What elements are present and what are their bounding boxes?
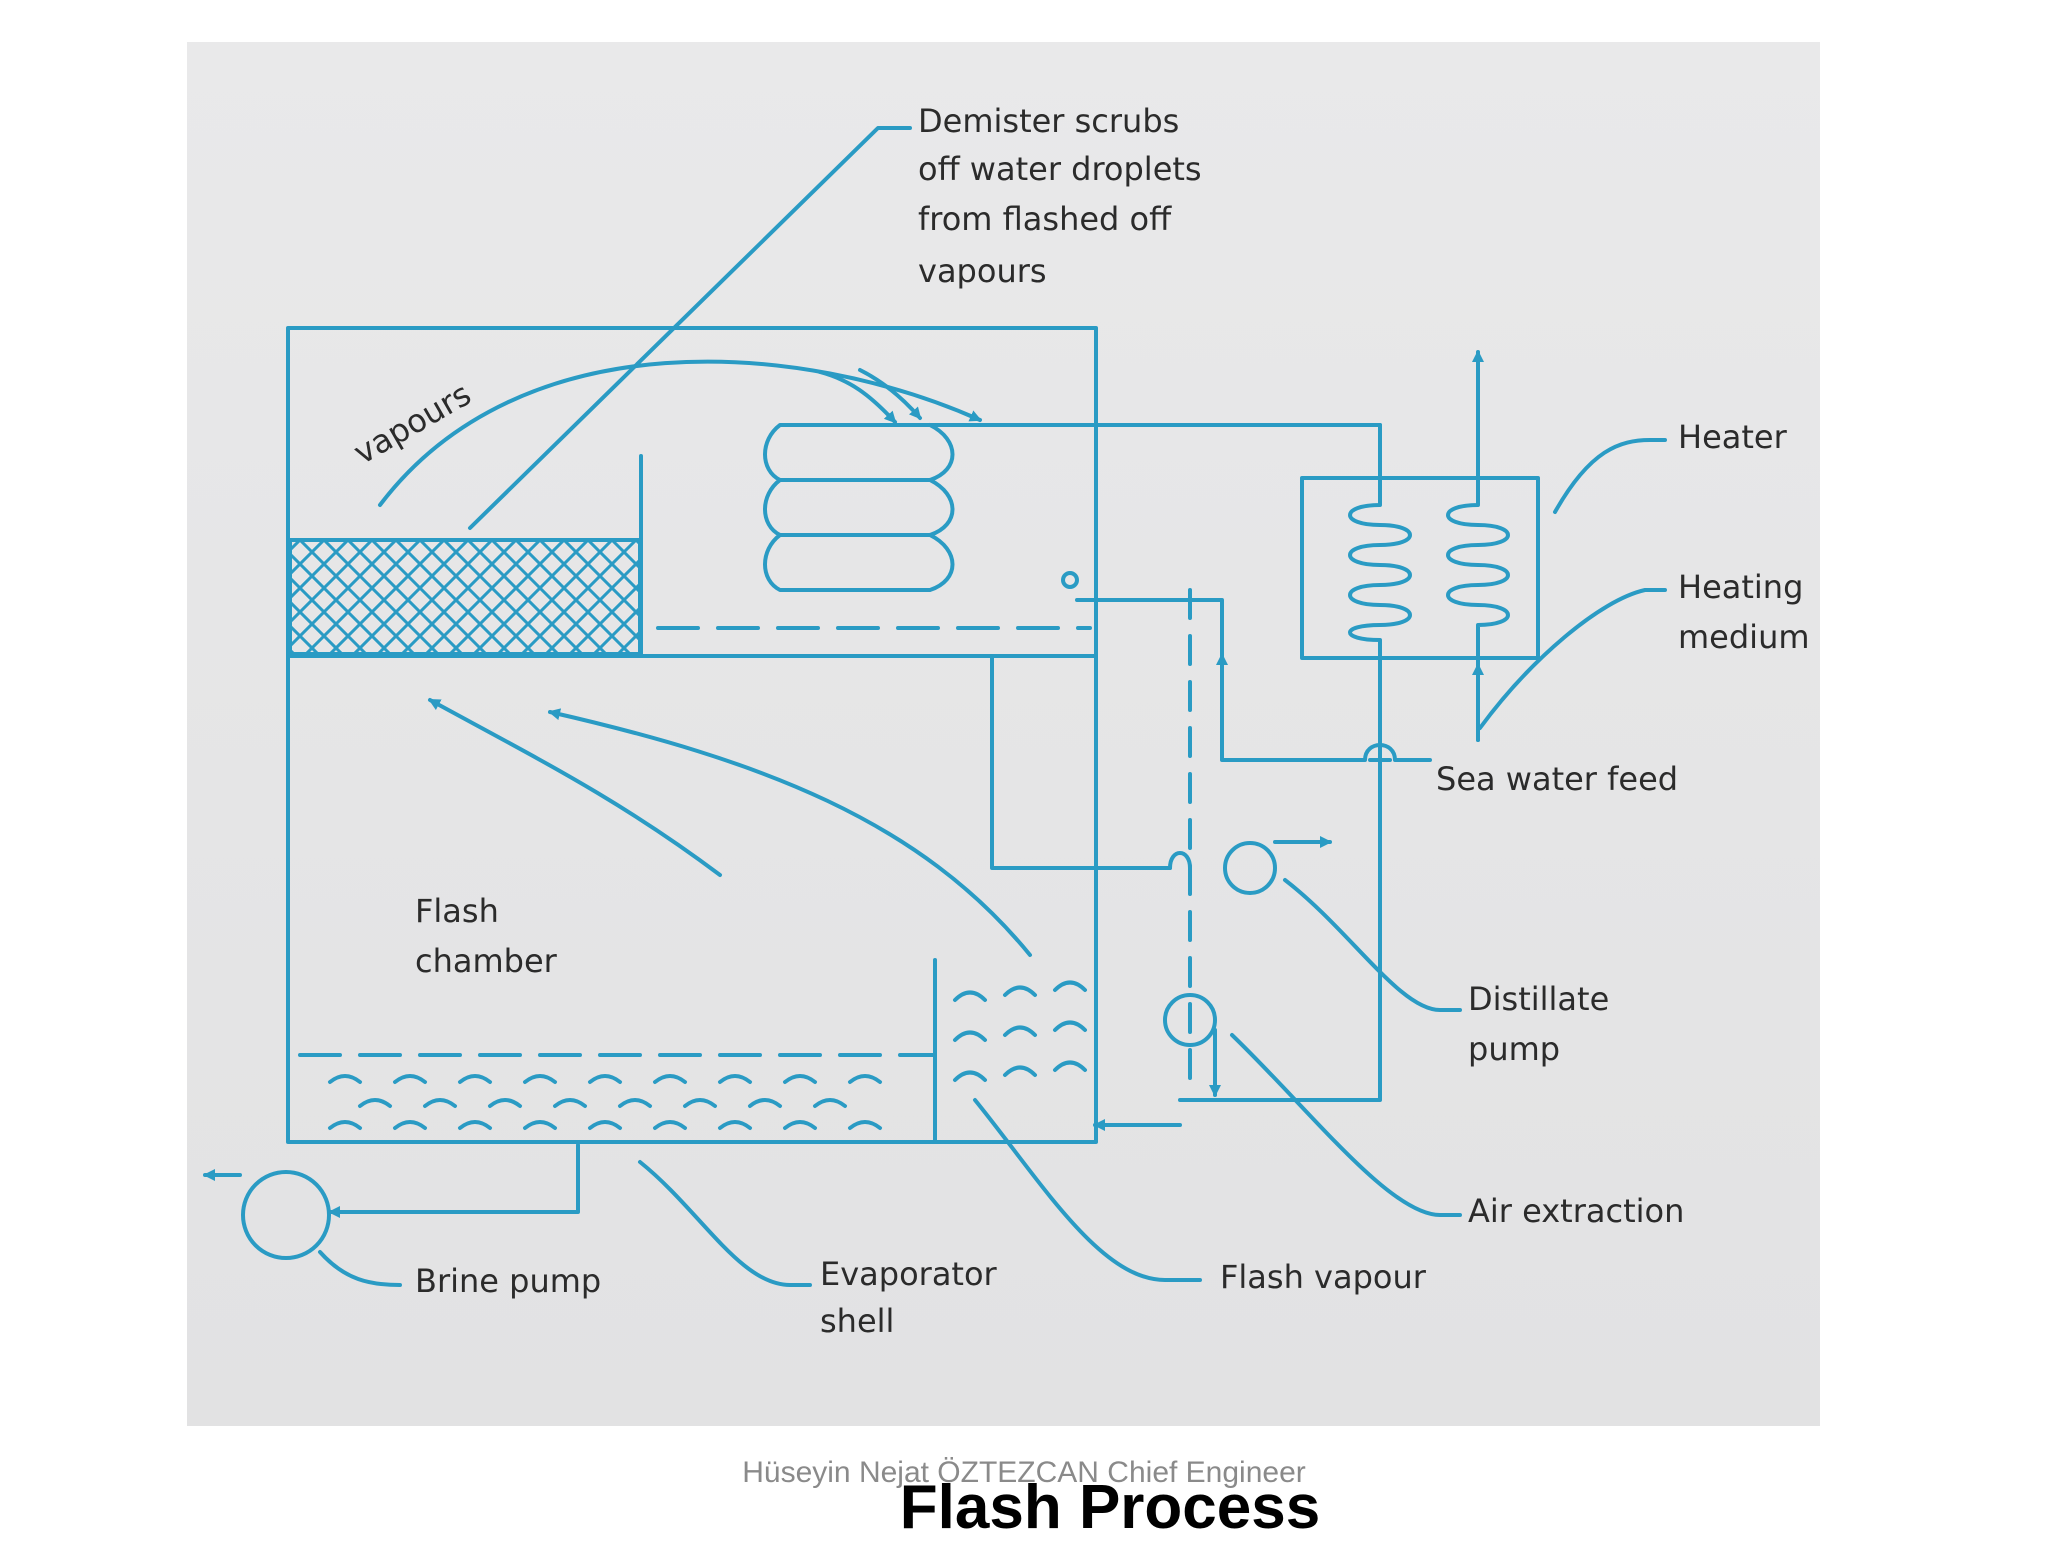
vapours-label: vapours [347, 375, 477, 472]
brine-outlet-pipe [328, 1143, 580, 1218]
demister-label-line-1: Demister scrubs [918, 102, 1179, 140]
heater-label: Heater [1678, 418, 1788, 456]
heater-coil-feed [1178, 423, 1412, 1102]
heating-medium-label-line-1: Heating [1678, 568, 1803, 606]
distillate-pump-symbol [1223, 841, 1277, 895]
sea-water-feed-label: Sea water feed [1436, 760, 1678, 798]
flash-chamber-label-line-1: Flash [415, 892, 499, 930]
slide-title: Flash Process [899, 1473, 1321, 1542]
flash-chamber-label-line-2: chamber [415, 942, 558, 980]
heating-medium-leader [1478, 588, 1667, 730]
distillate-pump-label-line-2: pump [1468, 1030, 1560, 1068]
distillate-line [990, 654, 1172, 870]
heater-leader [1553, 438, 1667, 514]
demister-leader [468, 126, 912, 530]
vapour-flow-arrow [378, 359, 982, 507]
heater-coil-medium [1446, 353, 1510, 742]
evaporator-shell-label-line-2: shell [820, 1302, 894, 1340]
brine-pump-symbol [241, 1170, 331, 1260]
flash-vapour-leader [973, 1098, 1202, 1282]
diagram-photo-background [187, 42, 1820, 1426]
distillate-outlet [1061, 571, 1079, 589]
flash-vapour-label: Flash vapour [1220, 1258, 1427, 1296]
brine-pump-label: Brine pump [415, 1262, 601, 1300]
footer-credit: Hüseyin Nejat ÖZTEZCAN Chief Engineer [742, 1456, 1306, 1489]
brine-pump-leader [318, 1250, 402, 1287]
sea-water-feed-line [1075, 598, 1432, 762]
evaporator-shell [286, 326, 1098, 1144]
demister-label-line-2: off water droplets [918, 150, 1202, 188]
flash-vapour-arrow-left [428, 698, 722, 877]
heating-medium-label-line-2: medium [1678, 618, 1810, 656]
distillate-pump-label-line-1: Distillate [1468, 980, 1609, 1018]
air-extraction-symbol [1163, 993, 1217, 1047]
demister-label-line-4: vapours [918, 252, 1047, 290]
heater-box [1300, 476, 1540, 660]
diagram-labels: Demister scrubs off water droplets from … [347, 102, 1810, 1340]
evaporator-shell-leader [638, 1160, 812, 1287]
distillate-pump-leader [1283, 878, 1462, 1012]
evaporator-shell-label-line-1: Evaporator [820, 1255, 998, 1293]
demister-mesh [288, 538, 642, 656]
condenser-coil [763, 423, 1382, 592]
air-extraction-label: Air extraction [1468, 1192, 1684, 1230]
air-extraction-leader [1230, 1033, 1462, 1217]
demister-label-line-3: from flashed off [918, 200, 1172, 238]
